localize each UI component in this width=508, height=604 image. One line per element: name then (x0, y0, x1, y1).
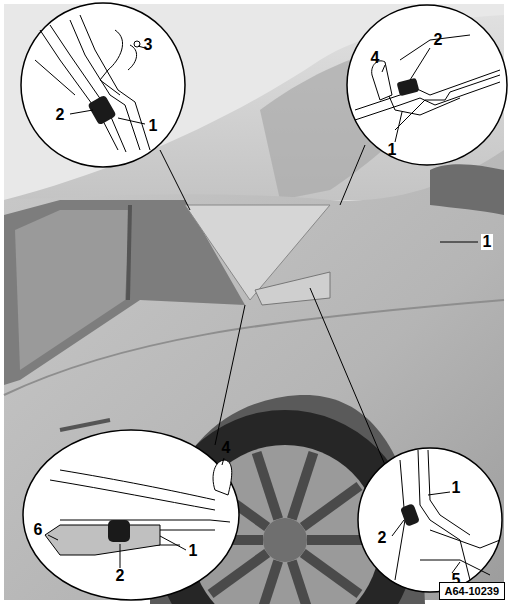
callout-number: 1 (450, 480, 463, 496)
callout-number: 2 (54, 107, 67, 123)
callout-number: 2 (432, 32, 445, 48)
callout-number: 4 (220, 440, 233, 456)
callout-number: 1 (187, 543, 200, 559)
wheel-spoke (292, 453, 314, 520)
wheel-spoke (303, 486, 360, 527)
reference-box: A64-10239 (439, 582, 505, 600)
wheel-spoke (303, 553, 360, 594)
callout-number: 6 (32, 522, 45, 538)
reference-code: A64-10239 (440, 583, 504, 599)
callout-number: 1 (481, 234, 494, 250)
wheel-spoke (257, 561, 279, 604)
callout-number: 4 (369, 50, 382, 66)
wheel-spoke (257, 453, 279, 520)
callout-number: 2 (376, 530, 389, 546)
callout-number: 2 (114, 568, 127, 584)
wheel-spoke (292, 561, 314, 604)
callout-number: 1 (147, 118, 160, 134)
callout-number: 1 (386, 142, 399, 158)
callout-number: 3 (142, 37, 155, 53)
